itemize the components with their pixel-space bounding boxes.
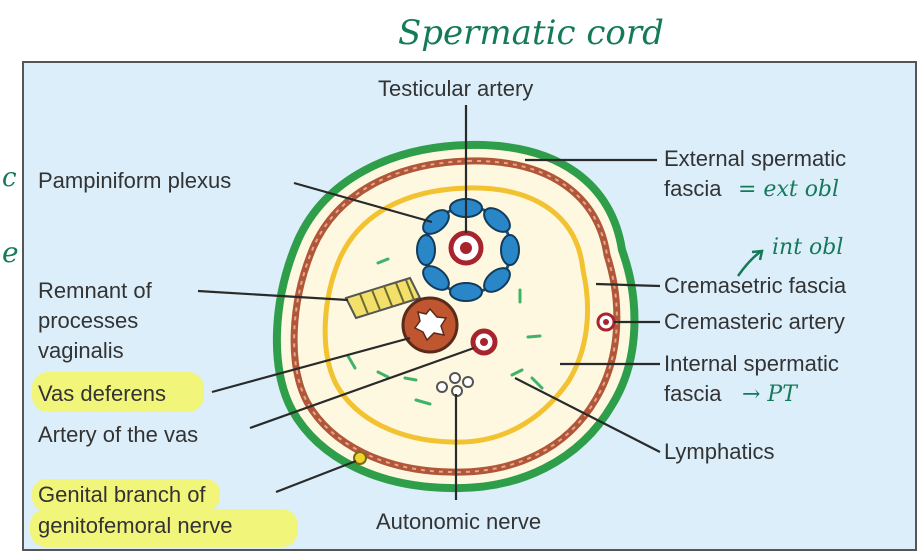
artery-of-the-vas (473, 331, 495, 353)
handwritten-left-mark-2: e (2, 236, 19, 269)
label-autonomic-nerve: Autonomic nerve (376, 509, 541, 534)
label-cremasteric-fascia: Cremasetric fascia (664, 273, 847, 298)
handwritten-left-mark-1: c (2, 163, 17, 193)
handwritten-pt: → PT (742, 382, 799, 407)
handwritten-title: Spermatic cord (398, 13, 664, 53)
vas-deferens (403, 298, 457, 352)
label-artery-of-the-vas: Artery of the vas (38, 422, 198, 447)
label-cremasteric-artery: Cremasteric artery (664, 309, 845, 334)
label-testicular-artery: Testicular artery (378, 76, 533, 101)
label-internal-spermatic-2: fascia (664, 381, 722, 406)
testicular-artery (451, 233, 481, 263)
label-lymphatics: Lymphatics (664, 439, 774, 464)
handwritten-int-obl: int obl (772, 235, 843, 260)
handwritten-ext-obl: = ext obl (738, 177, 839, 202)
label-remnant-1: Remnant of (38, 278, 153, 303)
label-genital-branch-2: genitofemoral nerve (38, 513, 232, 538)
cremasteric-artery (598, 314, 614, 330)
label-vas-deferens: Vas deferens (38, 381, 166, 406)
label-internal-spermatic-1: Internal spermatic (664, 351, 839, 376)
label-genital-branch-1: Genital branch of (38, 482, 206, 507)
label-external-spermatic-1: External spermatic (664, 146, 846, 171)
label-remnant-2: processes (38, 308, 138, 333)
label-pampiniform-plexus: Pampiniform plexus (38, 168, 231, 193)
label-external-spermatic-2: fascia (664, 176, 722, 201)
label-remnant-3: vaginalis (38, 338, 124, 363)
